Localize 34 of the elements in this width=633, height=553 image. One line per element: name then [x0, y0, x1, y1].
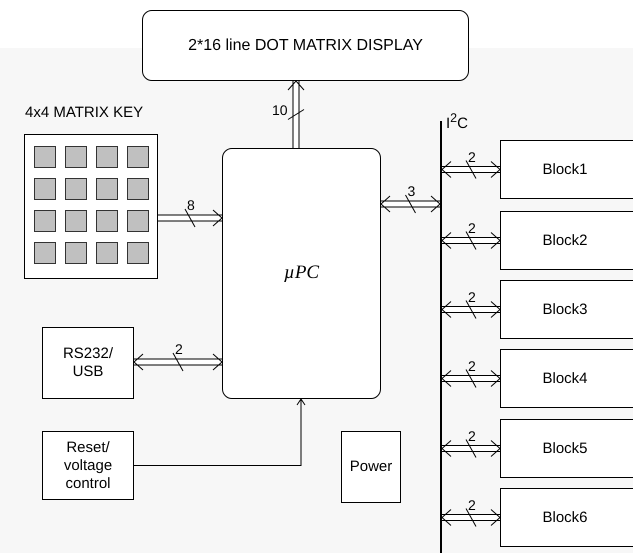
bus-arrow: [442, 440, 500, 457]
edge-label: 2: [468, 290, 476, 304]
edge-label: 8: [187, 198, 195, 212]
block-box: Block1: [500, 140, 633, 199]
edge-label: 10: [272, 102, 288, 116]
bus-arrow: [442, 161, 500, 178]
keypad-heading: 4x4 MATRIX KEY: [25, 104, 144, 121]
bus-arrow: [134, 354, 222, 370]
bus-arrow: [158, 210, 222, 226]
edge-label: 2: [468, 428, 476, 442]
module-box: RS232/ USB: [42, 327, 134, 399]
bus-arrow: [442, 232, 500, 249]
microcontroller-box: µPC: [222, 148, 381, 399]
module-box: Reset/ voltage control: [42, 431, 134, 500]
arrow: [134, 398, 306, 466]
bus-arrow: [442, 370, 500, 387]
bus-arrow: [380, 196, 440, 212]
edge-label: 2: [175, 342, 183, 356]
display-box: 2*16 line DOT MATRIX DISPLAY: [142, 10, 469, 81]
edge-label: 2: [468, 358, 476, 372]
block-box: Block2: [500, 211, 633, 270]
edge-label: 2: [468, 220, 476, 234]
block-box: Block6: [500, 488, 633, 547]
bus-arrow: [442, 301, 500, 318]
bus-label: I$^{2}$C: [446, 111, 468, 132]
bus-arrow: [288, 80, 304, 148]
block-box: Block3: [500, 280, 633, 339]
block-box: Block4: [500, 349, 633, 408]
block-box: Block5: [500, 419, 633, 478]
edge-label: 2: [468, 150, 476, 164]
bus-arrow: [442, 509, 500, 526]
edge-label: 3: [408, 184, 416, 198]
module-box: Power: [341, 431, 401, 503]
edge-label: 2: [468, 498, 476, 512]
